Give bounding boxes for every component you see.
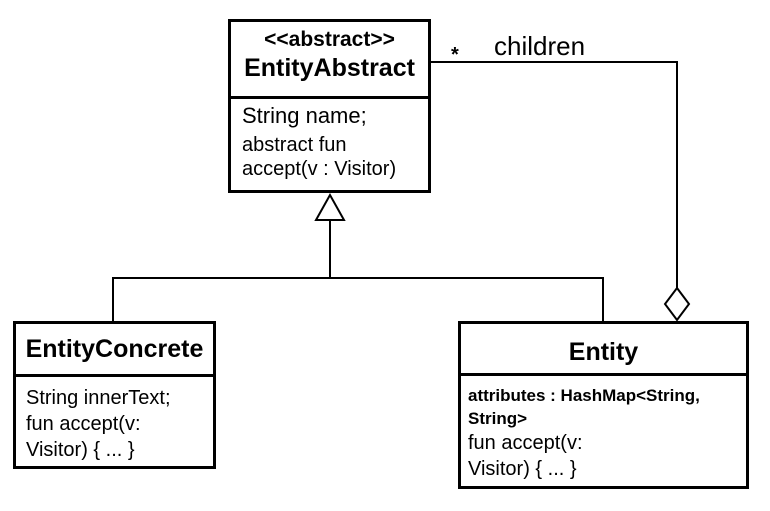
multiplicity-label: * <box>451 44 459 66</box>
stereotype: <<abstract>> <box>264 28 395 51</box>
method-line: fun accept(v: <box>468 432 583 454</box>
class-name: Entity <box>568 338 639 366</box>
method-line: fun accept(v: <box>26 413 141 435</box>
generalization-triangle <box>314 192 346 221</box>
method: abstract fun accept(v : Visitor) <box>242 133 428 181</box>
class-entity-abstract: <<abstract>> EntityAbstract String name;… <box>228 19 431 193</box>
class-name: EntityConcrete <box>25 335 204 363</box>
class-entity: Entity attributes : HashMap<String, Stri… <box>458 321 749 489</box>
inheritance-branch <box>112 277 604 321</box>
aggregation-line <box>430 61 678 288</box>
role-label: children <box>494 31 586 61</box>
method-line: Visitor) { ... } <box>468 458 577 480</box>
class-entity-concrete: EntityConcrete String innerText; fun acc… <box>13 321 216 469</box>
class-name: EntityAbstract <box>244 54 415 82</box>
attribute: String name; <box>242 103 367 128</box>
attribute: String innerText; <box>26 387 171 409</box>
method-line: accept(v : Visitor) <box>242 158 397 180</box>
attribute-line: String> <box>468 409 528 428</box>
attribute-line: attributes : HashMap<String, <box>468 386 700 405</box>
method-line: abstract fun <box>242 134 347 156</box>
aggregation-diamond <box>663 286 691 322</box>
method-line: Visitor) { ... } <box>26 439 135 461</box>
